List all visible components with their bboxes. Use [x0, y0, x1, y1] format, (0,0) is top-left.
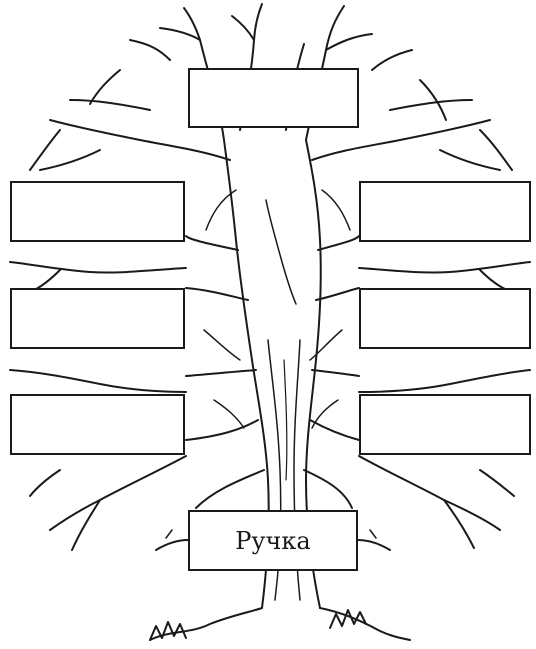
- label-box-top: [188, 68, 359, 128]
- label-box-left-1: [10, 181, 185, 242]
- label-box-right-2: [359, 288, 531, 349]
- label-box-right-3: [359, 394, 531, 455]
- label-box-left-3: [10, 394, 185, 455]
- label-box-bottom: Ручка: [188, 510, 358, 571]
- label-box-right-1: [359, 181, 531, 242]
- label-box-left-2: [10, 288, 185, 349]
